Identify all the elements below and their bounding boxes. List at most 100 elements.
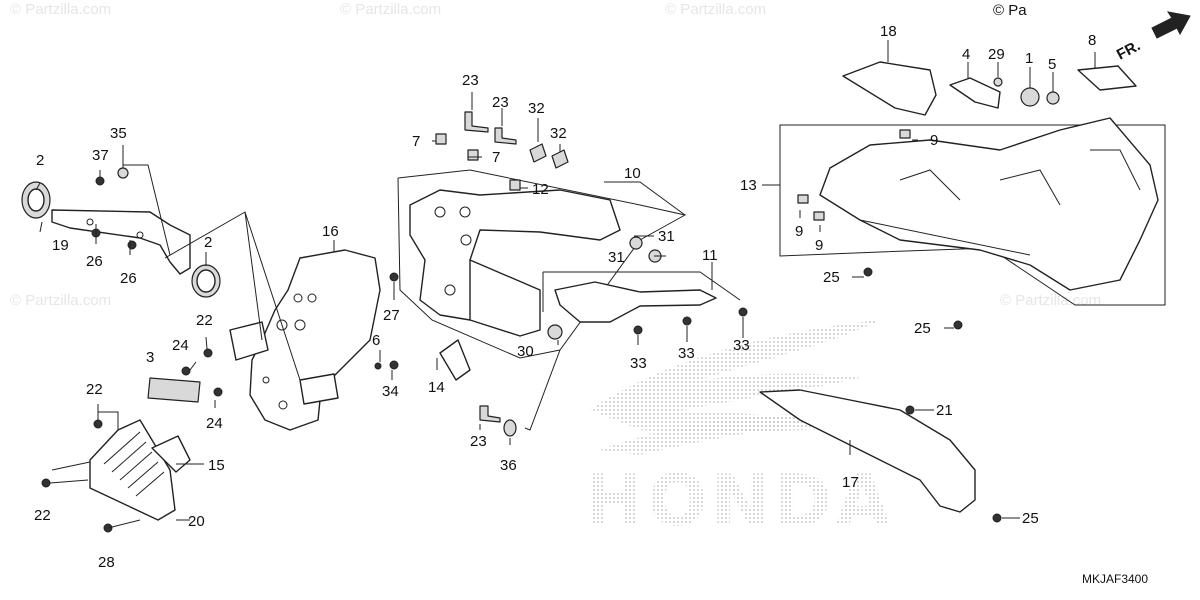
washer-part-35 xyxy=(117,167,129,179)
callout-label: 27 xyxy=(383,307,400,324)
grommet-part-31 xyxy=(629,236,643,250)
callout-label: 5 xyxy=(1048,56,1056,73)
callout-label: 9 xyxy=(930,132,938,149)
callout-label: 25 xyxy=(823,269,840,286)
screw-part-21 xyxy=(905,405,915,415)
callout-label: 19 xyxy=(52,237,69,254)
callout-label: 21 xyxy=(936,402,953,419)
callout-label: 13 xyxy=(740,177,757,194)
honda-logo-text: HONDA xyxy=(585,460,894,542)
honda-wing-logo: HONDA xyxy=(585,320,894,542)
callout-label: 1 xyxy=(1025,50,1033,67)
bracket-part-19 xyxy=(51,209,191,275)
screw-part-25c xyxy=(992,513,1002,523)
callout-label: 32 xyxy=(550,125,567,142)
callout-label: 33 xyxy=(678,345,695,362)
callout-label: 14 xyxy=(428,379,445,396)
bracket-part-14 xyxy=(439,339,471,381)
front-direction-indicator: FR. xyxy=(1114,11,1191,64)
cover-part-17 xyxy=(759,389,976,513)
center-parts-group xyxy=(397,92,748,445)
callout-label: 24 xyxy=(206,415,223,432)
callout-label: 4 xyxy=(962,46,970,63)
plate-part-20 xyxy=(89,419,176,521)
callout-label: 11 xyxy=(702,247,718,264)
watermark-text: © Partzilla.com xyxy=(10,292,111,309)
washer-part-36 xyxy=(503,419,517,437)
watermark-text: © Partzilla.com xyxy=(1000,292,1101,309)
right-parts-group xyxy=(759,40,1166,523)
callout-label: 20 xyxy=(188,513,205,530)
callout-label: 9 xyxy=(795,223,803,240)
washer-part-32 xyxy=(529,143,547,163)
screw-part-25b xyxy=(953,320,963,330)
clip-part-27 xyxy=(389,272,399,282)
bolt-part-23 xyxy=(464,111,489,133)
callout-label: 22 xyxy=(34,507,51,524)
screw-part-22c xyxy=(41,478,51,488)
callout-label: 30 xyxy=(517,343,534,360)
nut-part-7 xyxy=(435,133,447,145)
callout-label: 23 xyxy=(492,94,509,111)
clip-part-9 xyxy=(899,129,911,139)
callout-label: 18 xyxy=(880,23,897,40)
callout-label: 7 xyxy=(412,133,420,150)
callout-label: 37 xyxy=(92,147,109,164)
callout-label: 17 xyxy=(842,474,859,491)
clip-part-9b xyxy=(797,194,809,204)
callout-label: 35 xyxy=(110,125,127,142)
callout-label: 3 xyxy=(146,349,154,366)
callout-label: 15 xyxy=(208,457,225,474)
callout-label: 25 xyxy=(914,320,931,337)
callout-label: 34 xyxy=(382,383,399,400)
guard-part-18 xyxy=(842,61,937,116)
copyright-mark: © Pa xyxy=(993,2,1027,19)
washer-part-32b xyxy=(551,149,569,169)
watermark-text: © Partzilla.com xyxy=(340,1,441,18)
collar-part-6 xyxy=(374,362,382,370)
callout-label: 31 xyxy=(658,228,675,245)
nut-part-29 xyxy=(993,77,1003,87)
callout-label: 22 xyxy=(86,381,103,398)
nut-part-26b xyxy=(127,240,137,250)
bracket-part-4 xyxy=(949,77,1001,109)
callout-label: 2 xyxy=(204,234,212,251)
grommet-part-30 xyxy=(547,324,563,340)
screw-part-33b xyxy=(682,316,692,326)
callout-label: 9 xyxy=(815,237,823,254)
callout-label: 23 xyxy=(470,433,487,450)
callout-label: 16 xyxy=(322,223,339,240)
callout-label: 33 xyxy=(733,337,750,354)
screw-part-33 xyxy=(633,325,643,335)
clip-part-8 xyxy=(1077,65,1137,91)
nut-part-7b xyxy=(467,149,479,161)
callout-label: 2 xyxy=(36,152,44,169)
screw-part-37 xyxy=(95,176,105,186)
watermark-group: © Partzilla.com © Partzilla.com © Partzi… xyxy=(10,1,1101,309)
callout-label: 33 xyxy=(630,355,647,372)
callout-label: 8 xyxy=(1088,32,1096,49)
screw-part-25 xyxy=(863,267,873,277)
undertray-part-13 xyxy=(819,117,1159,291)
bolt-part-23b xyxy=(494,127,517,145)
callout-label: 7 xyxy=(492,149,500,166)
bracket-part-15 xyxy=(151,435,191,473)
callout-label: 31 xyxy=(608,249,625,266)
callout-label: 32 xyxy=(528,100,545,117)
clip-part-12 xyxy=(509,179,521,191)
screw-part-24b xyxy=(213,387,223,397)
left-parts-group xyxy=(21,145,399,533)
watermark-text: © Partzilla.com xyxy=(665,1,766,18)
callout-label: 26 xyxy=(120,270,137,287)
bolt-part-23c xyxy=(479,405,501,423)
screw-part-24 xyxy=(181,366,191,376)
collar-part-5 xyxy=(1046,91,1060,105)
nut-part-34 xyxy=(389,360,399,370)
callout-label: 29 xyxy=(988,46,1005,63)
frame-lower-part xyxy=(469,259,541,337)
callout-labels: 2 35 37 19 26 26 2 16 22 3 24 24 22 15 2… xyxy=(34,23,1096,571)
callout-label: 25 xyxy=(1022,510,1039,527)
callout-label: 36 xyxy=(500,457,517,474)
